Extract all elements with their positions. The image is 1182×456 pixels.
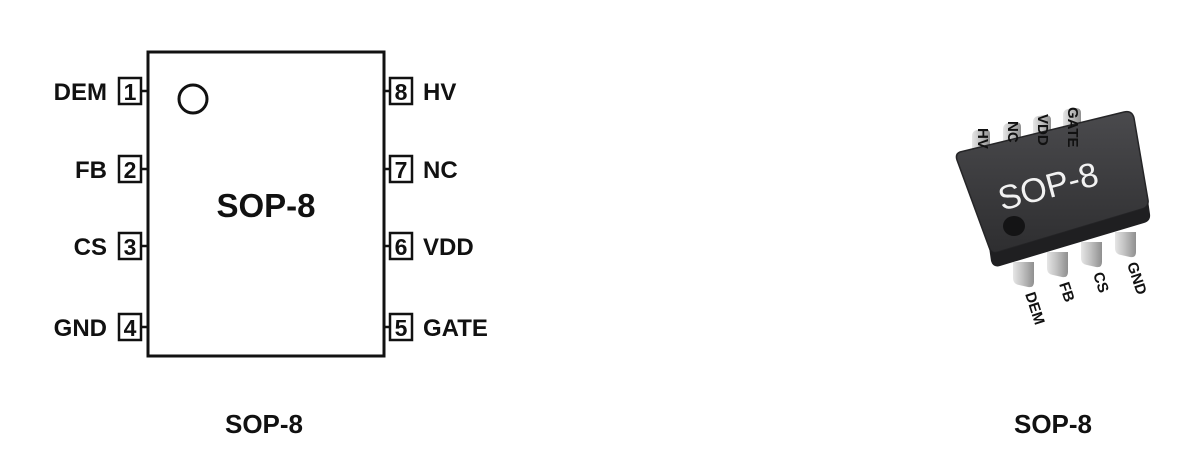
left-pin-1: 1 DEM — [54, 76, 148, 106]
pin-number: 6 — [395, 234, 408, 260]
package-3d-render: SOP-8 HV NC VDD GATE DEM FB CS GND SOP-8 — [955, 107, 1151, 439]
pin-number: 1 — [124, 79, 137, 105]
schematic-pinout: SOP-8 1 DEM 2 FB 3 CS 4 GND — [54, 50, 488, 439]
pin-name: VDD — [423, 234, 474, 261]
pin-number: 4 — [124, 315, 137, 341]
schematic-caption: SOP-8 — [225, 409, 303, 439]
left-pin-3: 3 CS — [74, 231, 148, 261]
pin1-dimple — [1003, 216, 1025, 236]
pin-name: GATE — [423, 315, 488, 342]
pin1-marker-dot — [177, 83, 209, 115]
top-pin-label-nc: NC — [1004, 121, 1021, 143]
ic-body-label: SOP-8 — [216, 187, 315, 224]
bottom-pin-label-gnd: GND — [1123, 260, 1150, 297]
bottom-pin-label-fb: FB — [1055, 280, 1077, 304]
pin-name: GND — [54, 315, 107, 342]
pin-number: 8 — [395, 79, 408, 105]
top-pin-label-gate: GATE — [1064, 107, 1081, 148]
left-pin-4: 4 GND — [54, 312, 148, 342]
bottom-leads — [1013, 232, 1136, 288]
right-pin-6: 6 VDD — [384, 231, 474, 261]
pin-name: NC — [423, 157, 458, 184]
pin-name: DEM — [54, 79, 107, 106]
package-body-side — [989, 200, 1151, 267]
right-pin-8: 8 HV — [384, 76, 456, 106]
left-pin-2: 2 FB — [75, 154, 148, 184]
top-pin-label-vdd: VDD — [1034, 114, 1051, 146]
ic-body-outline — [146, 50, 386, 358]
bottom-pin-label-dem: DEM — [1021, 290, 1047, 327]
package-caption: SOP-8 — [1014, 409, 1092, 439]
top-pin-label-hv: HV — [974, 128, 991, 149]
pin-number: 2 — [124, 157, 137, 183]
right-pin-5: 5 GATE — [384, 312, 488, 342]
pin-name: CS — [74, 234, 107, 261]
pin-number: 7 — [395, 157, 408, 183]
right-pin-7: 7 NC — [384, 154, 458, 184]
pin-number: 3 — [124, 234, 137, 260]
bottom-pin-label-cs: CS — [1089, 270, 1112, 295]
pin-number: 5 — [395, 315, 408, 341]
pin-name: FB — [75, 157, 107, 184]
pin-name: HV — [423, 79, 456, 106]
